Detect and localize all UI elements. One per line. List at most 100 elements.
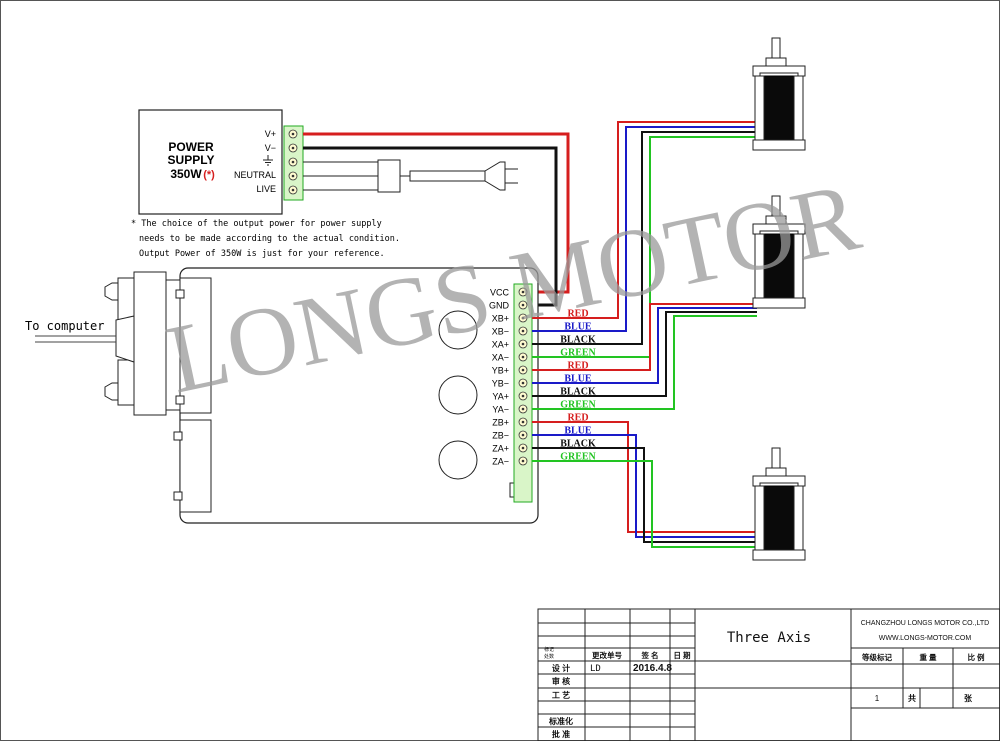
ps-terminal-label: NEUTRAL bbox=[234, 170, 276, 180]
power-supply-rating-mark: (*) bbox=[203, 169, 215, 181]
to-computer-label: To computer bbox=[25, 319, 104, 333]
terminal-screw bbox=[518, 313, 528, 323]
terminal-screw bbox=[518, 300, 528, 310]
motor-wire bbox=[532, 136, 757, 358]
power-supply-screws bbox=[288, 129, 298, 195]
wire-color-label: BLUE bbox=[564, 322, 592, 333]
terminal-screw bbox=[288, 157, 298, 167]
driver-terminal-label: ZA+ bbox=[492, 444, 509, 454]
driver-terminal-label: XB+ bbox=[492, 314, 509, 324]
driver-board: To computer VCCGNDXB+XB−XA+XA−YB+YB−YA+Y… bbox=[25, 267, 539, 524]
row-design-label: 设 计 bbox=[552, 663, 570, 673]
motor-wire bbox=[532, 434, 757, 538]
scale-label: 比 例 bbox=[967, 652, 985, 662]
driver-terminal-labels: VCCGNDXB+XB−XA+XA−YB+YB−YA+YA−ZB+ZB−ZA+Z… bbox=[489, 288, 510, 467]
power-supply-title-1: POWER bbox=[168, 140, 214, 154]
col-sign-label: 签 名 bbox=[640, 650, 658, 660]
motor-wire bbox=[532, 311, 757, 397]
ps-terminal-label: V− bbox=[265, 143, 276, 153]
terminal-screw bbox=[288, 129, 298, 139]
wire-color-label: GREEN bbox=[560, 400, 596, 411]
motor-wire bbox=[532, 303, 757, 371]
motor-wire bbox=[532, 447, 757, 543]
mains-cable bbox=[303, 159, 518, 193]
terminal-screw bbox=[518, 417, 528, 427]
terminal-screw bbox=[518, 404, 528, 414]
motor-wire bbox=[532, 315, 757, 410]
sheet-label: 张 bbox=[964, 694, 973, 703]
stage-label: 等级标记 bbox=[862, 652, 892, 662]
driver-terminal-label: ZB+ bbox=[492, 418, 509, 428]
wire-color-label: GREEN bbox=[560, 452, 596, 463]
company-name: CHANGZHOU LONGS MOTOR CO.,LTD bbox=[861, 620, 989, 627]
designer-name: LD bbox=[590, 664, 601, 674]
driver-terminal-label: XB− bbox=[492, 327, 509, 337]
terminal-screw bbox=[518, 378, 528, 388]
motor-wire bbox=[532, 131, 757, 345]
vminus-wire bbox=[303, 146, 558, 307]
wire-color-label: BLACK bbox=[560, 335, 596, 346]
stepper-motor bbox=[752, 447, 806, 561]
weight-label: 重 量 bbox=[919, 652, 937, 662]
wire-color-label: BLACK bbox=[560, 387, 596, 398]
motor-wire bbox=[532, 121, 757, 319]
terminal-screw bbox=[518, 365, 528, 375]
note-line-3: Output Power of 350W is just for your re… bbox=[139, 249, 385, 259]
company-website: WWW.LONGS-MOTOR.COM bbox=[879, 635, 972, 642]
terminal-screw bbox=[518, 287, 528, 297]
terminal-screw bbox=[288, 171, 298, 181]
mains-plug bbox=[484, 161, 506, 191]
terminal-screw bbox=[518, 326, 528, 336]
note-line-2: needs to be made according to the actual… bbox=[139, 234, 400, 244]
motor-wire bbox=[532, 460, 757, 548]
terminal-screw bbox=[518, 430, 528, 440]
terminal-screw bbox=[288, 185, 298, 195]
stepper-motor bbox=[752, 195, 806, 309]
current-knob bbox=[438, 440, 478, 480]
row-check-label: 审 核 bbox=[552, 676, 570, 686]
design-date: 2016.4.8 bbox=[633, 663, 672, 674]
sheet-number: 1 bbox=[875, 694, 880, 703]
note-line-1: * The choice of the output power for pow… bbox=[131, 219, 382, 229]
wire-color-label: RED bbox=[567, 309, 588, 320]
terminal-screw bbox=[518, 443, 528, 453]
title-block bbox=[537, 608, 1000, 741]
power-supply-rating: 350W bbox=[170, 167, 202, 181]
power-supply: POWER SUPPLY 350W (*) V+ V− NEUTRAL LIVE bbox=[138, 109, 304, 215]
col-count-label: 处数 bbox=[544, 653, 554, 660]
wire-color-label: RED bbox=[567, 361, 588, 372]
power-supply-title-2: SUPPLY bbox=[168, 153, 215, 167]
wire-color-label: BLACK bbox=[560, 439, 596, 450]
wire-color-label: GREEN bbox=[560, 348, 596, 359]
row-approve-label: 批 准 bbox=[552, 729, 570, 739]
power-supply-box bbox=[138, 109, 283, 215]
driver-terminal-label: YB+ bbox=[492, 366, 509, 376]
sheet-total-label: 共 bbox=[908, 693, 916, 703]
driver-terminal-label: GND bbox=[489, 301, 510, 311]
title-block-text: Three Axis CHANGZHOU LONGS MOTOR CO.,LTD… bbox=[544, 620, 989, 739]
wire-color-label: BLUE bbox=[564, 374, 592, 385]
vplus-wire bbox=[303, 132, 570, 294]
wire-color-label: RED bbox=[567, 413, 588, 424]
driver-terminal-label: VCC bbox=[490, 288, 510, 298]
stepper-motor bbox=[752, 37, 806, 151]
terminal-screw bbox=[518, 339, 528, 349]
current-knob bbox=[438, 375, 478, 415]
current-knob bbox=[438, 310, 478, 350]
ps-terminal-label: LIVE bbox=[256, 184, 276, 194]
ps-terminal-label: V+ bbox=[265, 129, 276, 139]
wire-color-label: BLUE bbox=[564, 426, 592, 437]
terminal-screw bbox=[518, 456, 528, 466]
driver-terminal-label: YA− bbox=[492, 405, 509, 415]
col-change-no-label: 更改单号 bbox=[592, 650, 622, 660]
power-wires bbox=[303, 132, 570, 307]
drawing-title: Three Axis bbox=[727, 630, 811, 646]
computer-cable bbox=[35, 335, 116, 343]
col-date-label: 日 期 bbox=[673, 650, 691, 660]
driver-terminal-label: YB− bbox=[492, 379, 509, 389]
motor-wire bbox=[532, 126, 757, 332]
motor-wire bbox=[532, 307, 757, 384]
driver-terminal-label: YA+ bbox=[492, 392, 509, 402]
